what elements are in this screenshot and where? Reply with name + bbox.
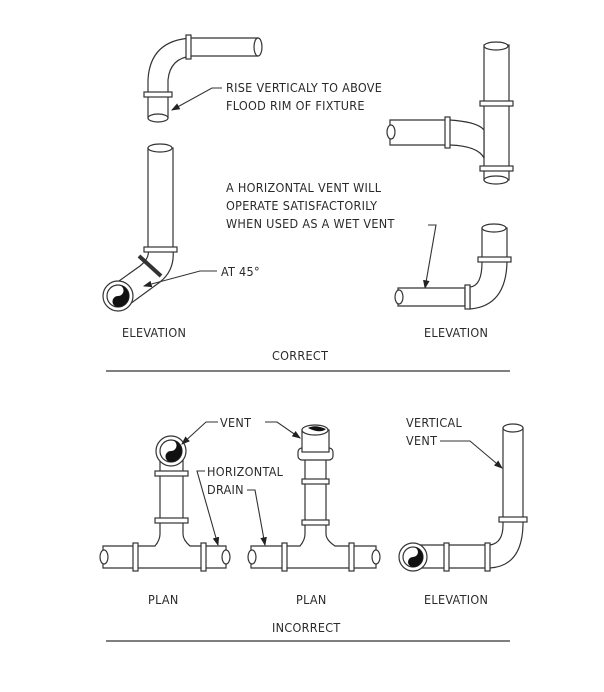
caption-correct-right: ELEVATION [424, 325, 488, 340]
note-vvent-line1: VERTICAL [406, 415, 463, 430]
note-hvent-line1: A HORIZONTAL VENT WILL [226, 180, 382, 195]
caption-correct-left: ELEVATION [122, 325, 186, 340]
note-hdrain-line2: DRAIN [207, 482, 244, 497]
caption-incorrect-plan-2: PLAN [296, 592, 327, 607]
note-at45: AT 45° [221, 264, 260, 279]
caption-incorrect-plan-1: PLAN [148, 592, 179, 607]
section-title-correct: CORRECT [272, 348, 328, 363]
leader-vent-right [265, 421, 301, 439]
note-vvent-line2: VENT [406, 433, 437, 448]
pipe-tee-vertical [386, 41, 514, 185]
note-hvent-line3: WHEN USED AS A WET VENT [226, 216, 395, 231]
leader-rise [171, 87, 222, 111]
leader-hdrain-left [196, 470, 220, 547]
pipe-elbow-rise [143, 34, 263, 123]
pipe-plan-1 [99, 435, 231, 572]
pipe-elbow-wet-vent [394, 223, 512, 310]
note-vent: VENT [220, 415, 251, 430]
note-rise-line2: FLOOD RIM OF FIXTURE [226, 98, 365, 113]
leader-vvent [440, 440, 503, 469]
leader-hvent [423, 224, 437, 290]
note-rise-line1: RISE VERTICALY TO ABOVE [226, 80, 382, 95]
leader-vent-left [181, 421, 218, 445]
caption-incorrect-elevation: ELEVATION [424, 592, 488, 607]
pipe-45-elbow [102, 143, 178, 312]
section-title-incorrect: INCORRECT [272, 620, 341, 635]
leader-at45 [142, 270, 217, 288]
note-hdrain-line1: HORIZONTAL [207, 464, 284, 479]
pipe-elevation-vertical-vent [398, 423, 528, 572]
pipe-plan-2 [247, 424, 381, 572]
leader-hdrain-right [247, 489, 267, 547]
note-hvent-line2: OPERATE SATISFACTORILY [226, 198, 377, 213]
